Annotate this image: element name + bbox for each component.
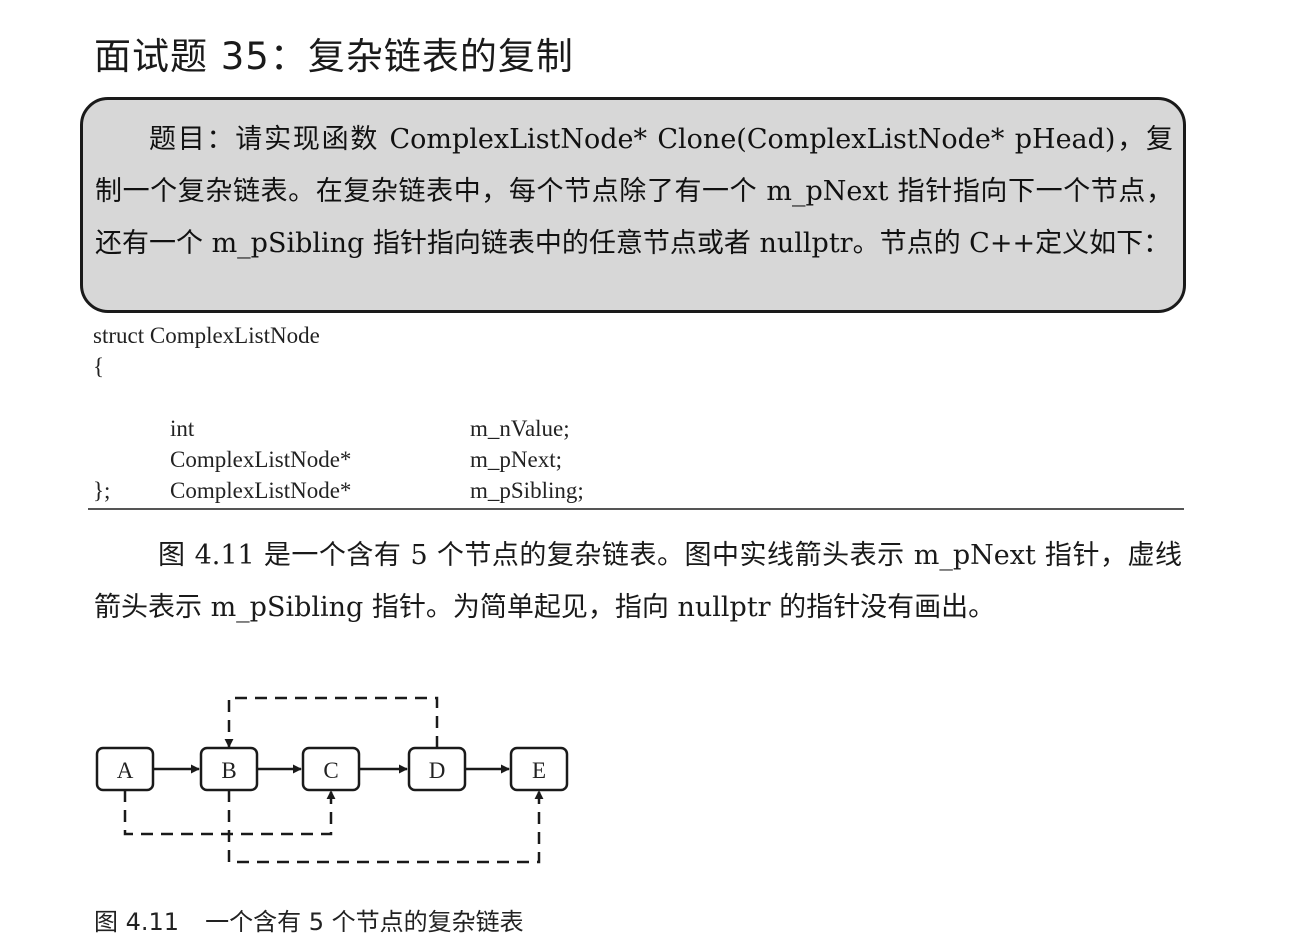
code-field-type: ComplexListNode* — [170, 478, 352, 503]
code-field-name: m_pSibling; — [470, 478, 584, 503]
list-node: D — [407, 746, 467, 792]
sibling-arrow — [224, 696, 439, 748]
node-box — [509, 746, 569, 792]
sibling-arrow — [227, 790, 544, 864]
code-field-type: int — [170, 416, 195, 441]
section-divider — [88, 508, 1184, 510]
node-label: D — [429, 758, 446, 783]
node-box — [199, 746, 259, 792]
code-field-row: ComplexListNode* m_pSibling; — [93, 444, 584, 503]
node-box — [301, 746, 361, 792]
code-struct-line: struct ComplexListNode — [93, 323, 320, 348]
node-label: B — [221, 758, 236, 783]
figure-caption: 图 4.11 一个含有 5 个节点的复杂链表 — [94, 902, 524, 937]
description-paragraph: 图 4.11 是一个含有 5 个节点的复杂链表。图中实线箭头表示 m_pNext… — [94, 540, 1182, 623]
code-field-row: ComplexListNode* m_pNext; — [93, 413, 584, 472]
node-label: E — [532, 758, 546, 783]
code-field-row: int m_nValue; — [93, 382, 584, 441]
code-block: struct ComplexListNode { int m_nValue; Co… — [93, 320, 584, 506]
problem-statement-text: 题目：请实现函数 ComplexListNode* Clone(ComplexL… — [95, 124, 1173, 259]
code-open-brace: { — [93, 354, 105, 379]
node-label: C — [323, 758, 338, 783]
list-node: A — [95, 746, 155, 792]
list-node: B — [199, 746, 259, 792]
code-field-type: ComplexListNode* — [170, 447, 352, 472]
node-box — [95, 746, 155, 792]
list-node: C — [301, 746, 361, 792]
page-title: 面试题 35：复杂链表的复制 — [94, 35, 574, 78]
code-close-brace: }; — [93, 478, 111, 503]
figure-number: 图 4.11 — [94, 908, 180, 936]
code-field-name: m_nValue; — [470, 416, 570, 441]
node-label: A — [117, 758, 134, 783]
code-field-name: m_pNext; — [470, 447, 562, 472]
node-box — [407, 746, 467, 792]
list-node: E — [509, 746, 569, 792]
sibling-arrow — [123, 790, 336, 836]
problem-statement-box: 题目：请实现函数 ComplexListNode* Clone(ComplexL… — [80, 97, 1186, 313]
figure-caption-text: 一个含有 5 个节点的复杂链表 — [205, 908, 524, 936]
